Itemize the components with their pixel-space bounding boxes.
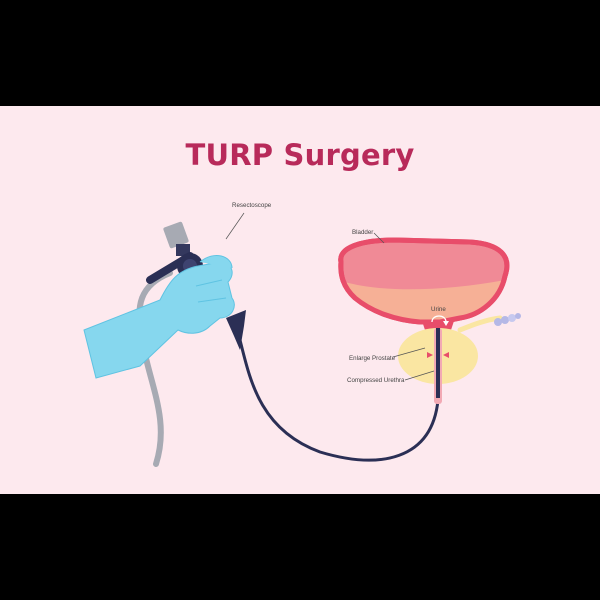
label-resectoscope: Resectoscope (232, 202, 272, 209)
gloved-hand (83, 254, 235, 379)
diagram-title: TURP Surgery (185, 138, 415, 172)
label-bladder: Bladder (352, 229, 374, 236)
label-urine: Urine (431, 306, 446, 313)
urine-arrow (431, 315, 447, 323)
resectoscope-cable (238, 338, 440, 462)
compression-arrows (427, 352, 449, 358)
label-enlarge-prostate: Enlarge Prostate (349, 355, 396, 362)
label-compressed-urethra: Compressed Urethra (347, 377, 405, 384)
leader-lines (225, 212, 435, 381)
bladder (338, 237, 510, 330)
seminal-vesicle (494, 313, 521, 326)
urethra (434, 328, 442, 404)
diagram-background (0, 106, 600, 494)
